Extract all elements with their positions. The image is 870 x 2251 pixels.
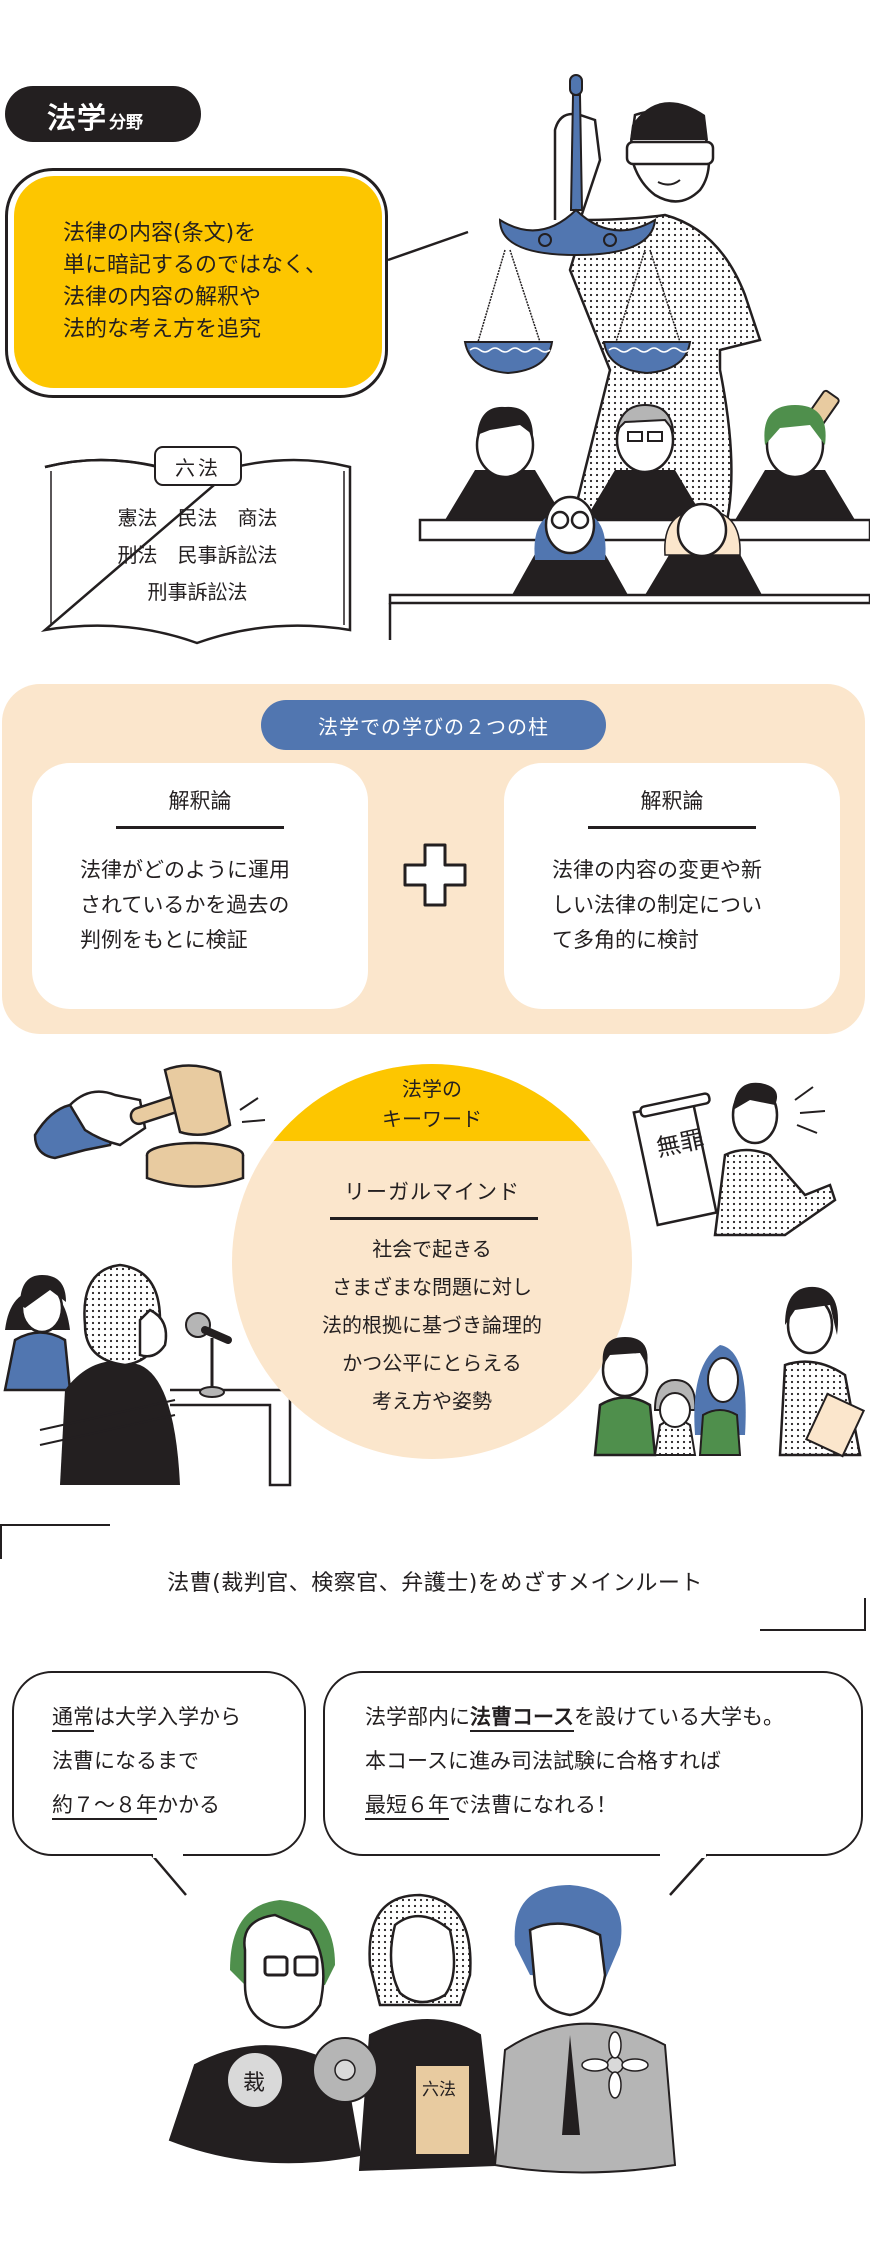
section-title: 法学 — [47, 101, 108, 135]
svg-text:六法: 六法 — [422, 2080, 456, 2100]
pillar-card-legislation: 解釈論 法律の内容の変更や新 しい法律の制定につい て多角的に検討 — [504, 763, 840, 1009]
section-subtitle: 分野 — [109, 113, 144, 133]
route-title: 法曹(裁判官、検察官、弁護士)をめざすメインルート — [167, 1571, 703, 1596]
legal-professionals-illustration: 裁 六法 — [168, 1885, 677, 2174]
highlight-years: 約７～８年 — [52, 1793, 157, 1820]
judge-figure — [645, 502, 762, 595]
pillar-card-body: 法律の内容の変更や新 しい法律の制定につい て多角的に検討 — [552, 858, 762, 952]
pillar-card-interpretation: 解釈論 法律がどのように運用 されているかを過去の 判例をもとに検証 — [32, 763, 368, 1009]
highlight-law-course: 法曹コース — [470, 1705, 574, 1732]
pillars-badge: 法学での学びの２つの柱 — [261, 700, 606, 750]
witness-stand-illustration — [3, 1263, 292, 1487]
speech-bubble-tail-icon — [151, 1853, 187, 1896]
judge-figure — [735, 405, 855, 520]
keyword-term: リーガルマインド — [344, 1180, 520, 1204]
open-book-icon — [40, 458, 352, 645]
book-title: 六法 — [154, 446, 242, 486]
family-with-lawyer-illustration — [593, 1286, 866, 1458]
book-law-list: 憲法 民法 商法 刑法 民事訴訟法 刑事訴訟法 — [117, 506, 278, 604]
speech-bubble-tail-icon — [660, 1853, 707, 1896]
pillar-card-body: 法律がどのように運用 されているかを過去の 判例をもとに検証 — [80, 858, 290, 952]
keyword-description: 社会で起きる さまざまな問題に対し 法的根拠に基づき論理的 かつ公平にとらえる … — [322, 1237, 542, 1413]
speech-bubble-law-course: 法学部内に法曹コースを設けている大学も。 本コースに進み司法試験に合格すれば 最… — [323, 1671, 863, 1856]
divider — [588, 826, 756, 829]
judge-figure — [585, 403, 705, 520]
lady-justice-illustration — [388, 74, 870, 640]
route-heading-corner-bottom-right — [760, 1598, 866, 1631]
judge-figure — [445, 406, 565, 520]
intro-bubble-fill — [14, 176, 382, 388]
not-guilty-illustration: 無罪 — [632, 1082, 837, 1237]
keyword-circle-cap — [232, 1064, 632, 1141]
keyword-label: 法学の キーワード — [382, 1077, 482, 1131]
highlight-shortest: 最短６年 — [365, 1793, 449, 1820]
pillar-card-heading: 解釈論 — [640, 789, 704, 813]
speech-bubble-usual-route: 通常は大学入学から 法曹になるまで 約７～８年かかる — [12, 1671, 306, 1856]
divider — [116, 826, 284, 829]
plus-icon — [403, 843, 467, 907]
route-heading-corner-top-left — [0, 1524, 110, 1559]
keyword-circle — [232, 1064, 632, 1459]
gavel-icon — [33, 1064, 266, 1188]
bubble-connector-icon — [387, 230, 469, 262]
pillar-card-heading: 解釈論 — [168, 789, 232, 813]
highlight-usual: 通常 — [52, 1705, 94, 1732]
intro-text: 法律の内容(条文)を 単に暗記するのではなく、 法律の内容の解釈や 法的な考え方… — [63, 221, 328, 342]
divider — [330, 1217, 538, 1220]
judge-figure — [512, 495, 628, 595]
svg-text:裁: 裁 — [243, 2071, 265, 2096]
section-title-pill: 法学 分野 — [5, 86, 201, 142]
